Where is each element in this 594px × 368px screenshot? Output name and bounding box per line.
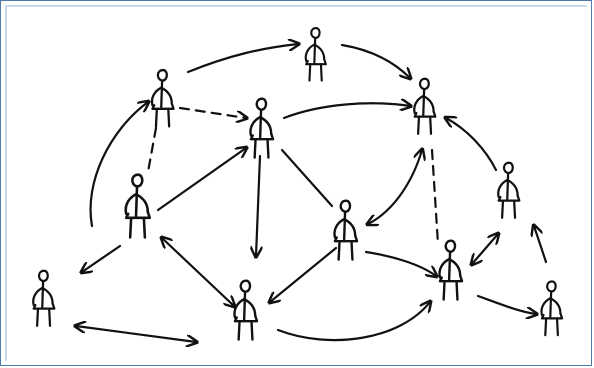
person-7 <box>233 279 259 341</box>
connection-p11-p10 <box>472 234 498 264</box>
connection-p6-p10 <box>364 250 436 276</box>
connection-p5-p9 <box>82 244 122 272</box>
person-1 <box>304 27 327 82</box>
person-8 <box>32 269 56 327</box>
connection-p3-p7 <box>256 154 260 256</box>
person-2 <box>150 68 175 128</box>
person-5 <box>124 173 152 239</box>
connection-p3-p8 <box>282 103 410 120</box>
connection-p12-p11 <box>534 226 548 264</box>
connection-p9-p7 <box>76 326 196 342</box>
person-4 <box>413 77 437 135</box>
connection-p2-p4 <box>340 43 410 78</box>
person-3 <box>249 97 275 159</box>
connection-p8-p10 <box>430 148 440 246</box>
connection-p5-p7 <box>162 238 234 306</box>
connection-p5-p3 <box>156 148 246 212</box>
connection-p7-p10 <box>276 302 430 342</box>
connection-p6-p7 <box>270 246 338 302</box>
connection-p2-p1 <box>186 44 298 74</box>
connection-p3-p6 <box>280 148 334 208</box>
connection-p2-p5 <box>146 126 158 174</box>
connection-p2-p3 <box>178 106 246 118</box>
person-11 <box>540 280 564 337</box>
person-10 <box>438 239 464 301</box>
connection-p4-p8 <box>89 102 148 228</box>
connection-p6-p8 <box>368 150 422 224</box>
frame-inner-border <box>5 5 587 361</box>
people-layer <box>32 27 564 341</box>
connections-layer <box>76 43 548 342</box>
person-6 <box>333 199 359 261</box>
person-9 <box>497 161 521 219</box>
connection-p11-p8 <box>446 118 498 172</box>
connection-p10-p12 <box>476 294 536 314</box>
